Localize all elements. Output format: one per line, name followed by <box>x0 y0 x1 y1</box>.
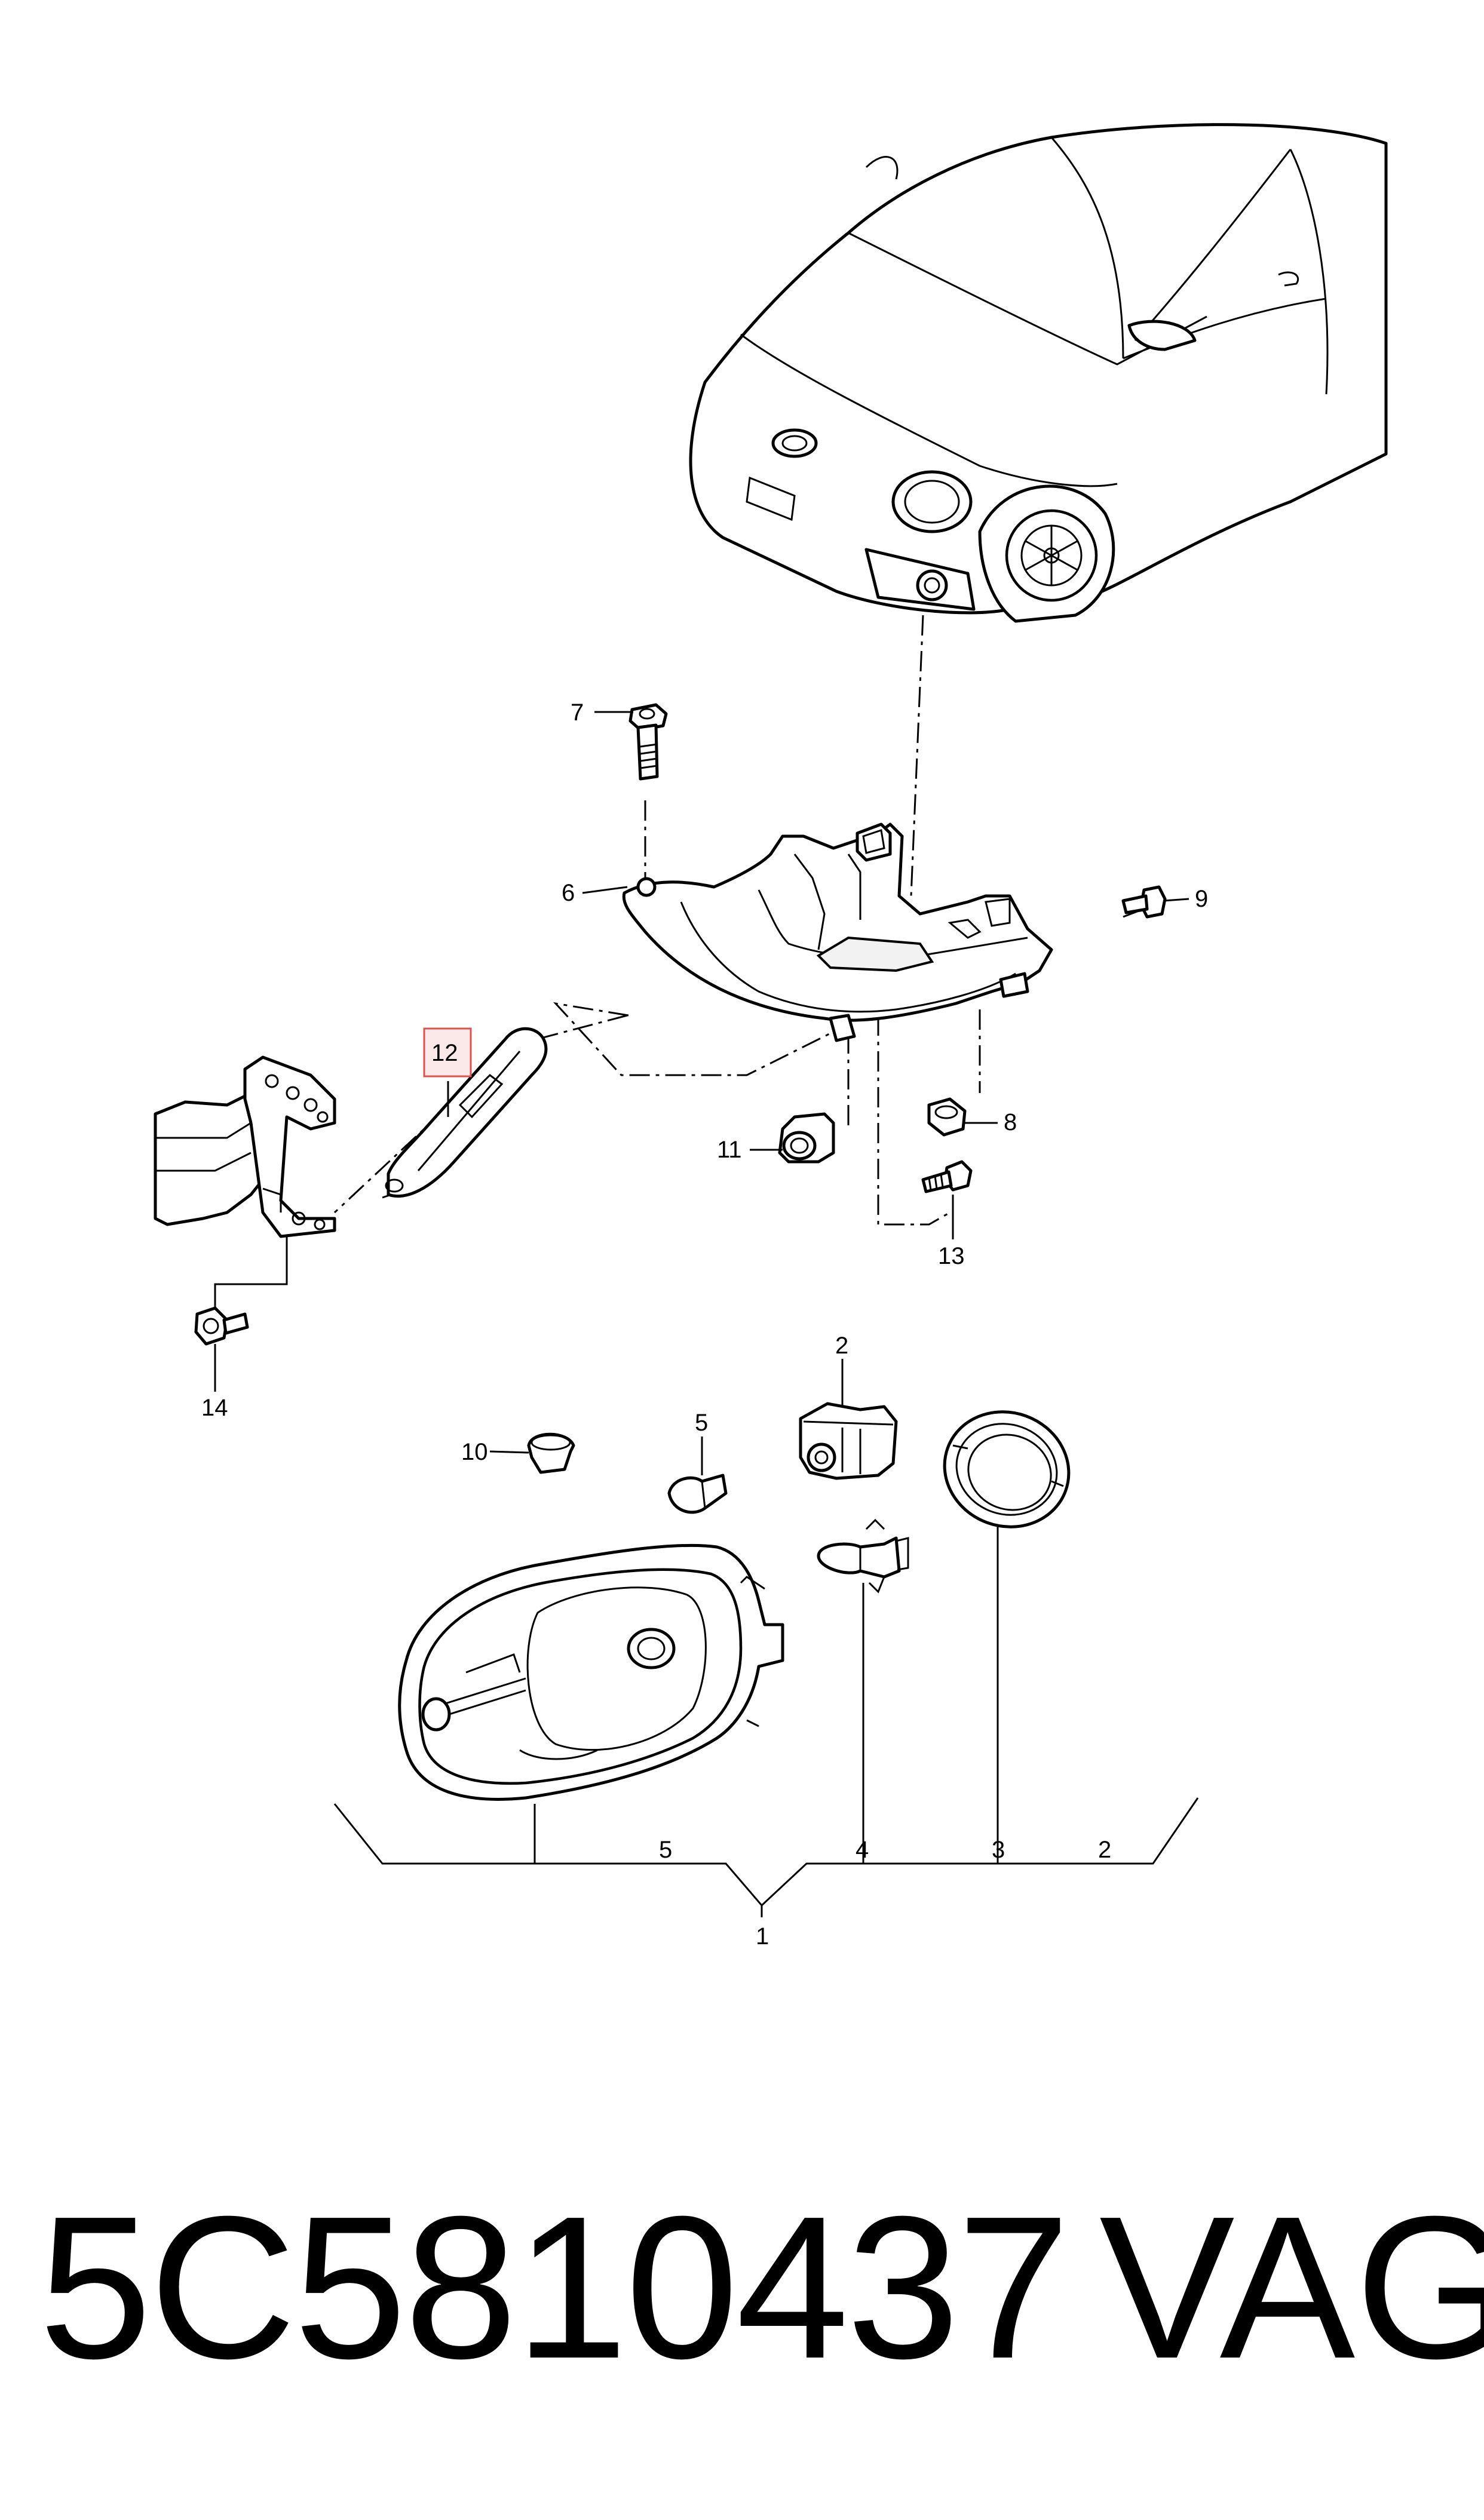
halogen-bulb-4-part <box>817 1518 909 1594</box>
callout-6: 6 <box>562 880 575 906</box>
callout-13: 13 <box>938 1243 965 1269</box>
clip-11-part <box>778 1112 835 1164</box>
callouts: 7 6 9 8 11 13 14 12 10 5 2 5 4 3 2 1 <box>201 699 1208 1950</box>
nut-8-part <box>927 1097 967 1137</box>
bulb-5-part <box>667 1474 728 1514</box>
callout-14: 14 <box>201 1395 228 1421</box>
mount-bracket <box>154 1055 336 1320</box>
callout-5-top: 5 <box>695 1410 708 1436</box>
callout-2-top: 2 <box>835 1333 848 1359</box>
callout-5-bracket: 5 <box>659 1837 672 1863</box>
callout-3: 3 <box>992 1837 1005 1863</box>
bolt-7-part <box>628 703 668 781</box>
callout-12: 12 <box>431 1040 458 1066</box>
screw-13-part <box>921 1160 973 1193</box>
leader-lines <box>214 711 1199 1917</box>
plug-10-part <box>527 1432 575 1474</box>
adjuster-2-part <box>799 1402 898 1480</box>
ring-3-part <box>943 1410 1071 1528</box>
brand-text: VAG <box>1099 2174 1484 2401</box>
callout-7: 7 <box>571 699 584 726</box>
callout-12-box <box>423 1027 472 1078</box>
screw-9-part <box>1121 885 1167 919</box>
callout-11: 11 <box>717 1137 742 1163</box>
part-number-text: 5C5810437 <box>39 2174 1070 2401</box>
headlight-bracket <box>622 822 1053 1042</box>
callout-1: 1 <box>756 1923 769 1950</box>
screw-14-part <box>194 1306 249 1346</box>
callout-2-bracket: 2 <box>1098 1837 1111 1863</box>
part-12-strip <box>382 1027 548 1199</box>
callout-10: 10 <box>461 1439 488 1465</box>
car-illustration <box>689 123 1388 623</box>
callout-4: 4 <box>856 1837 869 1863</box>
callout-8: 8 <box>1004 1109 1017 1135</box>
callout-9: 9 <box>1195 886 1208 912</box>
headlight-1-part <box>398 1543 784 1801</box>
